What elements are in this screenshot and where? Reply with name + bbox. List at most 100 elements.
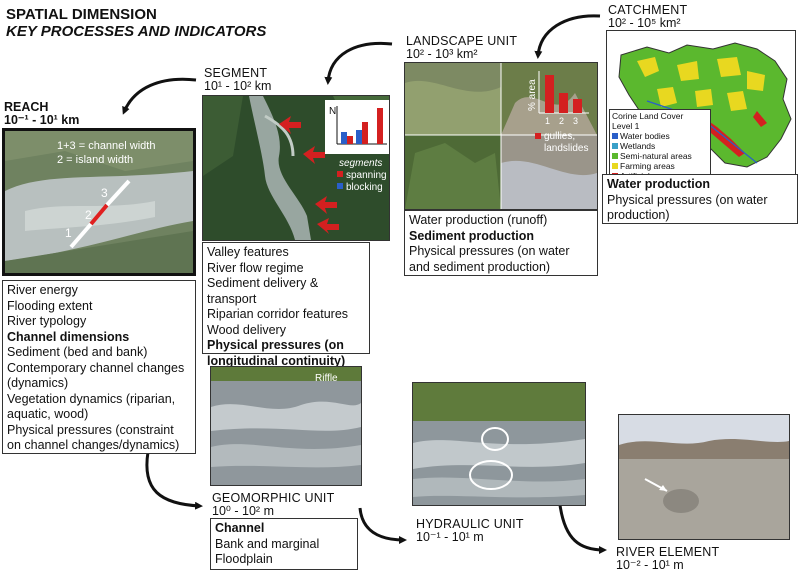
catchment-legend-label: Semi-natural areas	[620, 151, 692, 161]
arrow-segment-to-reach	[122, 77, 197, 115]
reach-legend-line1: 1+3 = channel width	[57, 140, 155, 152]
artificial-areas	[699, 111, 767, 157]
geomorphic-label-riffle: Riffle	[315, 373, 338, 384]
catchment-scale-name: CATCHMENT	[608, 3, 688, 17]
landscape-tick-2: 2	[559, 116, 564, 126]
landscape-scale-range: 10² - 10³ km²	[406, 47, 478, 61]
indicator-item: Flooding extent	[7, 298, 93, 313]
segment-tick-3: 3	[371, 146, 376, 156]
segment-bar-3	[356, 130, 362, 144]
catchment-legend-item: Farming areas	[612, 161, 708, 171]
indicator-item: Channel dimensions	[7, 329, 130, 344]
reach-width-line: 1 2 3 1+3 = channel width 2 = island wid…	[57, 140, 155, 249]
landscape-bar-2	[559, 93, 568, 113]
segment-marker-1	[279, 116, 301, 134]
indicator-item: Bank and marginal	[215, 536, 320, 551]
segment-scale-range: 10¹ - 10² km	[204, 79, 272, 93]
catchment-legend-label: Artificial areas	[620, 171, 673, 174]
segment-legend-spanning: spanning	[346, 170, 387, 181]
segment-legend-blocking: blocking	[346, 182, 383, 193]
diagram-subtitle: KEY PROCESSES AND INDICATORS	[6, 23, 267, 40]
catchment-legend-item: Semi-natural areas	[612, 151, 708, 161]
geomorphic-photo-graphic	[211, 367, 361, 485]
reach-label-2: 2	[85, 208, 92, 222]
hydraulic-photo-graphic	[413, 383, 585, 505]
arrow-landscape-to-segment	[324, 41, 393, 85]
landscape-indicator-box: Water production (runoff)Sediment produc…	[404, 210, 598, 276]
indicator-item: Sediment (bed and bank)	[7, 345, 148, 359]
indicator-item: Water production	[607, 177, 711, 191]
segment-tick-2: 2	[356, 146, 361, 156]
landscape-bars	[545, 75, 582, 113]
segment-photo: N 1 2 3 segments spanning blocking	[202, 95, 390, 241]
landscape-bar-3	[573, 99, 582, 113]
segment-marker-4	[317, 218, 339, 234]
arrow-reach-to-geomorphic	[145, 451, 203, 510]
indicator-item: Valley features	[207, 245, 289, 259]
hydraulic-unit-marker-1	[481, 427, 509, 451]
catchment-legend-label: Wetlands	[620, 141, 656, 151]
reach-scale-name: REACH	[4, 100, 49, 114]
arrow-geomorphic-to-hydraulic	[358, 507, 407, 544]
catchment-legend-swatch	[612, 153, 618, 159]
segment-bar-2	[347, 136, 353, 144]
segment-marker-3	[315, 196, 337, 214]
river-element-photo	[618, 414, 790, 540]
hydraulic-scale-range: 10⁻¹ - 10¹ m	[416, 530, 484, 544]
landscape-tick-3: 3	[573, 116, 578, 126]
segment-inset-chart: N 1 2 3 segments spanning blocking	[325, 100, 389, 193]
segment-bar-5	[377, 108, 383, 144]
catchment-legend-item: Water bodies	[612, 131, 708, 141]
indicator-item: Contemporary channel changes (dynamics)	[7, 360, 185, 391]
segment-axis-n: N	[329, 106, 336, 117]
indicator-item: Vegetation dynamics (riparian, aquatic, …	[7, 391, 176, 422]
segment-legend-swatch-spanning	[337, 171, 343, 177]
segment-bars	[341, 108, 383, 144]
reach-legend-line2: 2 = island width	[57, 154, 133, 166]
diagram-title: SPATIAL DIMENSION	[6, 6, 157, 23]
indicator-item: River energy	[7, 283, 78, 297]
landscape-photo-graphic	[405, 63, 597, 209]
indicator-item: Wood delivery	[207, 322, 286, 337]
segment-bar-1	[341, 132, 347, 144]
indicator-item: Riparian corridor features	[207, 307, 349, 321]
landscape-photo: % area 1 2 3 gullies, landslides	[404, 62, 598, 210]
landscape-axis-label: % area	[527, 79, 538, 111]
landscape-inset-chart: % area 1 2 3	[527, 71, 589, 126]
hydraulic-scale-name: HYDRAULIC UNIT	[416, 517, 524, 531]
catchment-legend-label: Water bodies	[620, 131, 670, 141]
segment-bar-4	[362, 122, 368, 144]
reach-label-3: 3	[101, 186, 108, 200]
reach-scale-range: 10⁻¹ - 10¹ km	[4, 113, 80, 127]
geomorphic-scale-range: 10⁰ - 10² m	[212, 504, 274, 518]
reach-label-1: 1	[65, 226, 72, 240]
indicator-item: Channel	[215, 521, 265, 535]
river-element-photo-graphic	[619, 415, 789, 539]
reach-photo: 1 2 3 1+3 = channel width 2 = island wid…	[2, 128, 196, 276]
landscape-bar-1	[545, 75, 554, 113]
river-element-scale-name: RIVER ELEMENT	[616, 545, 720, 559]
landscape-scale-name: LANDSCAPE UNIT	[406, 34, 518, 48]
indicator-item: Sediment delivery & transport	[207, 276, 319, 306]
indicator-item: Physical pressures (constraint on channe…	[7, 422, 180, 453]
indicator-item: Physical pressures (on water and sedimen…	[409, 244, 570, 274]
segment-river	[249, 96, 311, 240]
catchment-legend-item: Wetlands	[612, 141, 708, 151]
catchment-legend-swatch	[612, 133, 618, 139]
hydraulic-unit-marker-2	[469, 460, 513, 490]
catchment-legend-item: Artificial areas	[612, 171, 708, 174]
landscape-inset-legend: gullies, landslides	[535, 131, 588, 154]
indicator-item: Physical pressures (on longitudinal cont…	[207, 338, 346, 368]
catchment-map-graphic	[618, 42, 792, 168]
indicator-item: River typology	[7, 314, 87, 328]
indicator-item: Sediment production	[409, 228, 534, 243]
